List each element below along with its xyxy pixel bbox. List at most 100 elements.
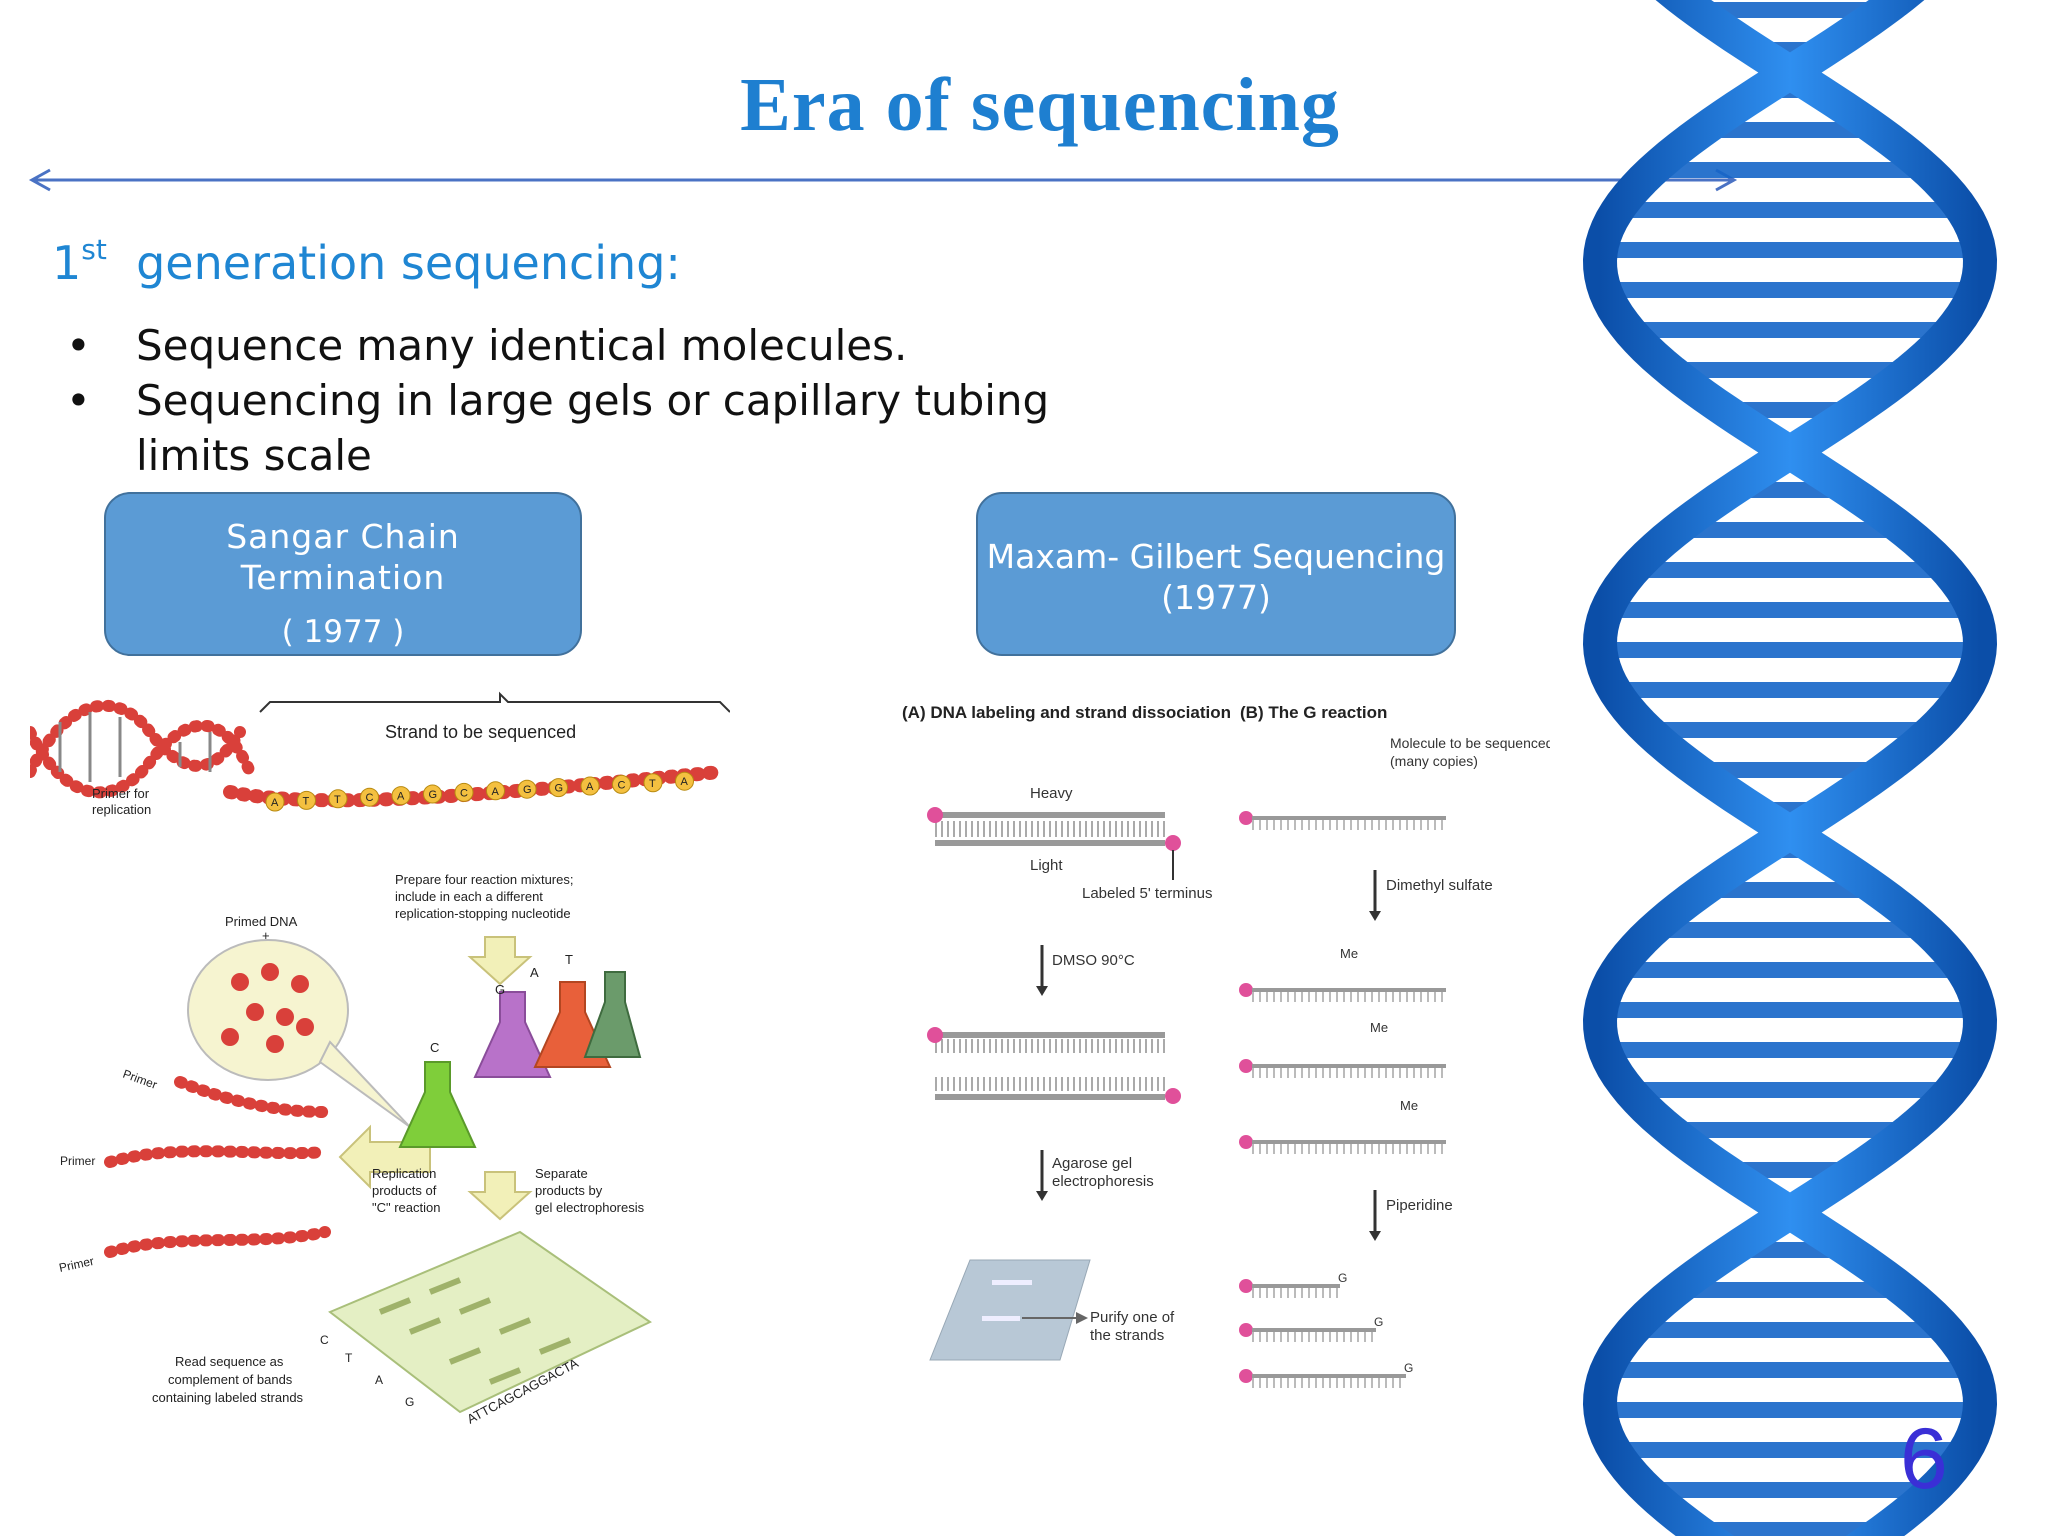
base-marker	[391, 786, 411, 806]
base-letter: G	[555, 783, 564, 795]
methyl-label: Me	[1370, 1020, 1388, 1035]
base-marker	[612, 774, 631, 794]
base-marker	[486, 781, 505, 801]
maxam-box: Maxam- Gilbert Sequencing (1977)	[976, 492, 1456, 656]
arrow-head	[1369, 1231, 1381, 1241]
base-marker	[265, 792, 285, 812]
strand-label: Strand to be sequenced	[385, 722, 576, 742]
plus-sign: +	[262, 928, 270, 943]
methyl-label: Me	[1340, 946, 1358, 961]
base-marker	[580, 776, 600, 796]
primer-label: Primer	[60, 1154, 95, 1168]
base-letter: C	[460, 787, 468, 799]
gel-side-label: A	[375, 1373, 383, 1387]
down-arrow-icon	[467, 1171, 533, 1221]
base-letter: T	[303, 795, 310, 807]
label-dot	[1239, 811, 1253, 825]
base-marker	[328, 789, 348, 809]
agarose-label-2: electrophoresis	[1052, 1173, 1154, 1190]
prepare-text-3: replication-stopping nucleotide	[395, 906, 571, 921]
product-strand	[104, 1226, 331, 1258]
label-dot	[1239, 983, 1253, 997]
bullet-dot: •	[66, 376, 91, 425]
base-marker	[643, 773, 663, 793]
bullet-text: Sequence many identical molecules.	[136, 321, 908, 370]
arrow-head	[1036, 1191, 1048, 1201]
label-dot	[1239, 1059, 1253, 1073]
primer-label: Primer	[121, 1067, 159, 1092]
read-text-3: containing labeled strands	[152, 1390, 304, 1405]
prepare-text-2: include in each a different	[395, 889, 543, 904]
arrow-head	[1036, 986, 1048, 996]
gel-bands	[378, 1277, 572, 1385]
helix-strand	[1582, 0, 1998, 1536]
maxam-box-line1: Maxam- Gilbert Sequencing	[986, 537, 1446, 576]
g-reaction-strands	[1239, 811, 1446, 1154]
slide-title: Era of sequencing	[740, 63, 1340, 147]
replication-text-3: "C" reaction	[372, 1200, 440, 1215]
section-subtitle: 1st generation sequencing:	[52, 233, 681, 290]
base-letter: A	[681, 776, 689, 788]
piperidine-label: Piperidine	[1386, 1197, 1453, 1214]
panel-b-label: (B) The G reaction	[1240, 703, 1387, 722]
dna-helix-drawing	[30, 699, 256, 799]
g-cleavage-label: G	[1374, 1315, 1383, 1329]
molecule-label-1: Molecule to be sequenced	[1390, 735, 1550, 751]
subtitle-prefix: 1	[52, 236, 82, 290]
heavy-label: Heavy	[1030, 785, 1073, 802]
arrow-head	[1076, 1312, 1088, 1324]
primed-dna-label: Primed DNA	[225, 914, 298, 929]
prepare-text-1: Prepare four reaction mixtures;	[395, 872, 573, 887]
subtitle-text: generation sequencing:	[136, 236, 681, 290]
base-letter: A	[586, 781, 594, 793]
light-label: Light	[1030, 857, 1063, 874]
double-arrow-divider	[28, 168, 1738, 192]
base-marker	[297, 790, 316, 810]
label-dot	[1239, 1279, 1253, 1293]
base-letter: T	[649, 778, 656, 790]
base-letter: G	[429, 789, 438, 801]
arrow-head	[1369, 911, 1381, 921]
separate-text-1: Separate	[535, 1166, 588, 1181]
separate-text-3: gel electrophoresis	[535, 1200, 645, 1215]
molecule-label-2: (many copies)	[1390, 753, 1478, 769]
replication-label: replication	[92, 802, 151, 817]
label-dot	[1239, 1323, 1253, 1337]
product-strand	[174, 1076, 331, 1118]
down-arrow-icon	[467, 936, 533, 986]
product-strand	[104, 1145, 331, 1168]
sanger-box-year: ( 1977 )	[281, 614, 405, 650]
replication-text-1: Replication	[372, 1166, 436, 1181]
separated-strands	[927, 1027, 1181, 1104]
read-text-2: complement of bands	[168, 1372, 293, 1387]
strand-bracket	[259, 691, 730, 713]
base-letter: C	[618, 779, 626, 791]
flask-label-c: C	[430, 1040, 439, 1055]
base-letter: A	[397, 791, 405, 803]
base-marker	[517, 779, 537, 799]
label-dot	[1239, 1135, 1253, 1149]
purify-label-1: Purify one of	[1090, 1309, 1175, 1326]
sanger-sequencing-figure: Strand to be sequenced Primer for replic…	[30, 691, 730, 1427]
gel-side-label: T	[345, 1351, 353, 1365]
panel-a-label: (A) DNA labeling and strand dissociation	[902, 703, 1231, 722]
labeled-terminus-label: Labeled 5' terminus	[1082, 885, 1212, 902]
base-letter: A	[271, 797, 279, 809]
separate-text-2: products by	[535, 1183, 603, 1198]
gel-side-label: C	[320, 1333, 329, 1347]
helix-strand	[1582, 0, 1998, 1536]
primer-for-label: Primer for	[92, 786, 150, 801]
bullet-item: •Sequence many identical molecules.	[66, 318, 1066, 373]
label-dot	[1239, 1369, 1253, 1383]
methyl-label: Me	[1400, 1098, 1418, 1113]
sanger-box: Sangar Chain Termination ( 1977 )	[104, 492, 582, 656]
flask-label-a: A	[530, 965, 539, 980]
g-cleavage-label: G	[1404, 1361, 1413, 1375]
base-letter: G	[523, 784, 532, 796]
sanger-box-line2: Termination	[240, 558, 446, 597]
sanger-box-line1: Sangar Chain	[226, 517, 460, 556]
base-letter: T	[334, 794, 341, 806]
bullet-item: •Sequencing in large gels or capillary t…	[66, 373, 1066, 483]
replication-text-2: products of	[372, 1183, 437, 1198]
